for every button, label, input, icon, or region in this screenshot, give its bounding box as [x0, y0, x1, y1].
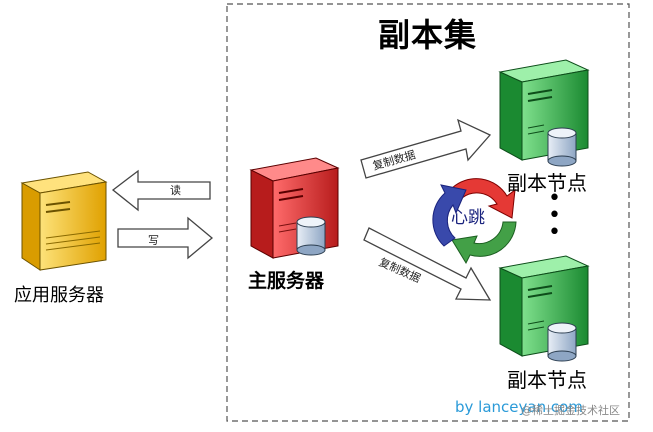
copy-arrow-top	[360, 118, 492, 179]
replica-node-label-1: 副本节点	[507, 171, 587, 195]
read-arrow	[111, 169, 211, 212]
replica-set-frame	[226, 3, 630, 422]
app-server-label: 应用服务器	[14, 285, 104, 306]
write-label: 写	[148, 234, 159, 247]
replica-database-1-icon	[547, 127, 577, 167]
primary-server-label: 主服务器	[248, 270, 325, 292]
footer-byline: by lanceyan.com	[455, 398, 583, 416]
more-nodes-ellipsis: • • •	[548, 186, 561, 245]
copy-arrow-bottom	[363, 227, 492, 301]
replica-database-2-icon	[547, 322, 577, 362]
diagram-title: 副本集	[378, 16, 478, 54]
primary-database-icon	[296, 216, 326, 256]
read-label: 读	[170, 184, 181, 197]
footer-watermark: @稀土掘金技术社区	[521, 404, 620, 417]
heartbeat-cycle-icon	[432, 178, 517, 265]
write-arrow	[117, 216, 214, 260]
app-server-icon	[20, 171, 108, 271]
replica-node-label-2: 副本节点	[507, 368, 587, 392]
heartbeat-label: 心跳	[451, 208, 485, 228]
